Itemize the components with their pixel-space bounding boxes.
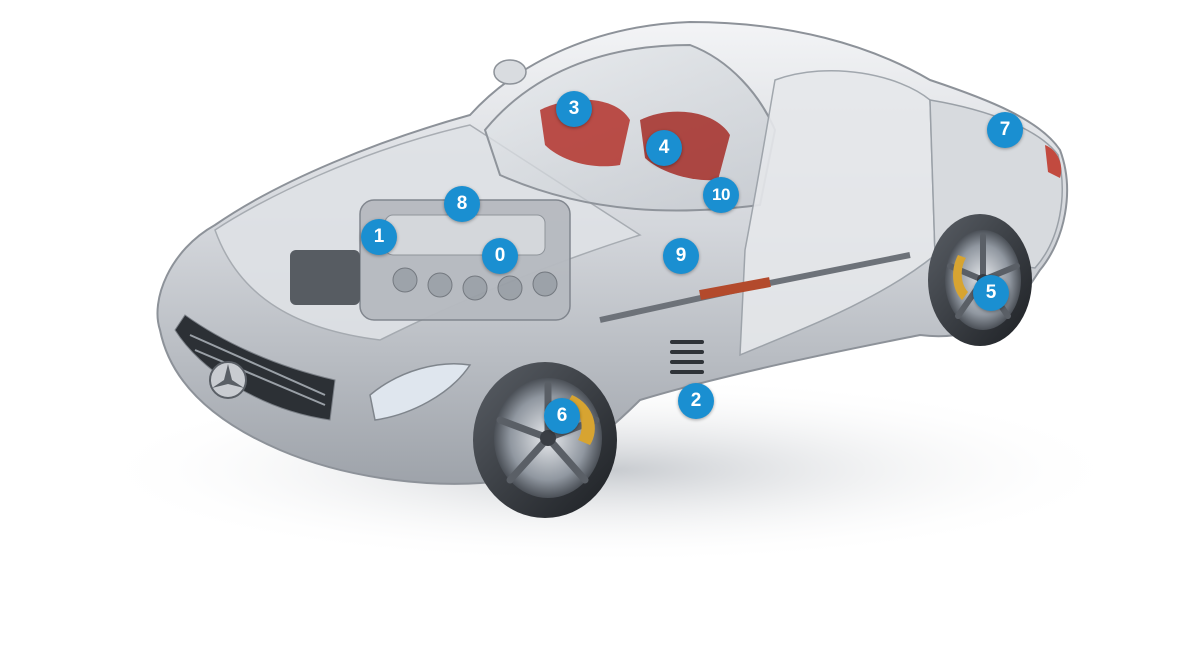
drivetrain (599, 252, 911, 323)
front-grille (174, 314, 336, 421)
hotspot-10[interactable]: 10 (703, 177, 739, 213)
hotspot-5[interactable]: 5 (973, 275, 1009, 311)
hotspot-7[interactable]: 7 (987, 112, 1023, 148)
hotspot-2[interactable]: 2 (678, 383, 714, 419)
headlight (369, 363, 472, 421)
hotspot-4[interactable]: 4 (646, 130, 682, 166)
hotspot-9[interactable]: 9 (663, 238, 699, 274)
hotspot-6[interactable]: 6 (544, 398, 580, 434)
side-vents (670, 340, 704, 374)
hotspot-1[interactable]: 1 (361, 219, 397, 255)
hotspot-0[interactable]: 0 (482, 238, 518, 274)
door (739, 70, 936, 357)
hotspot-3[interactable]: 3 (556, 91, 592, 127)
hotspot-8[interactable]: 8 (444, 186, 480, 222)
side-mirror (493, 59, 527, 85)
engine (290, 199, 571, 321)
rear-lamp (1045, 145, 1062, 178)
front-wheel (473, 362, 617, 518)
